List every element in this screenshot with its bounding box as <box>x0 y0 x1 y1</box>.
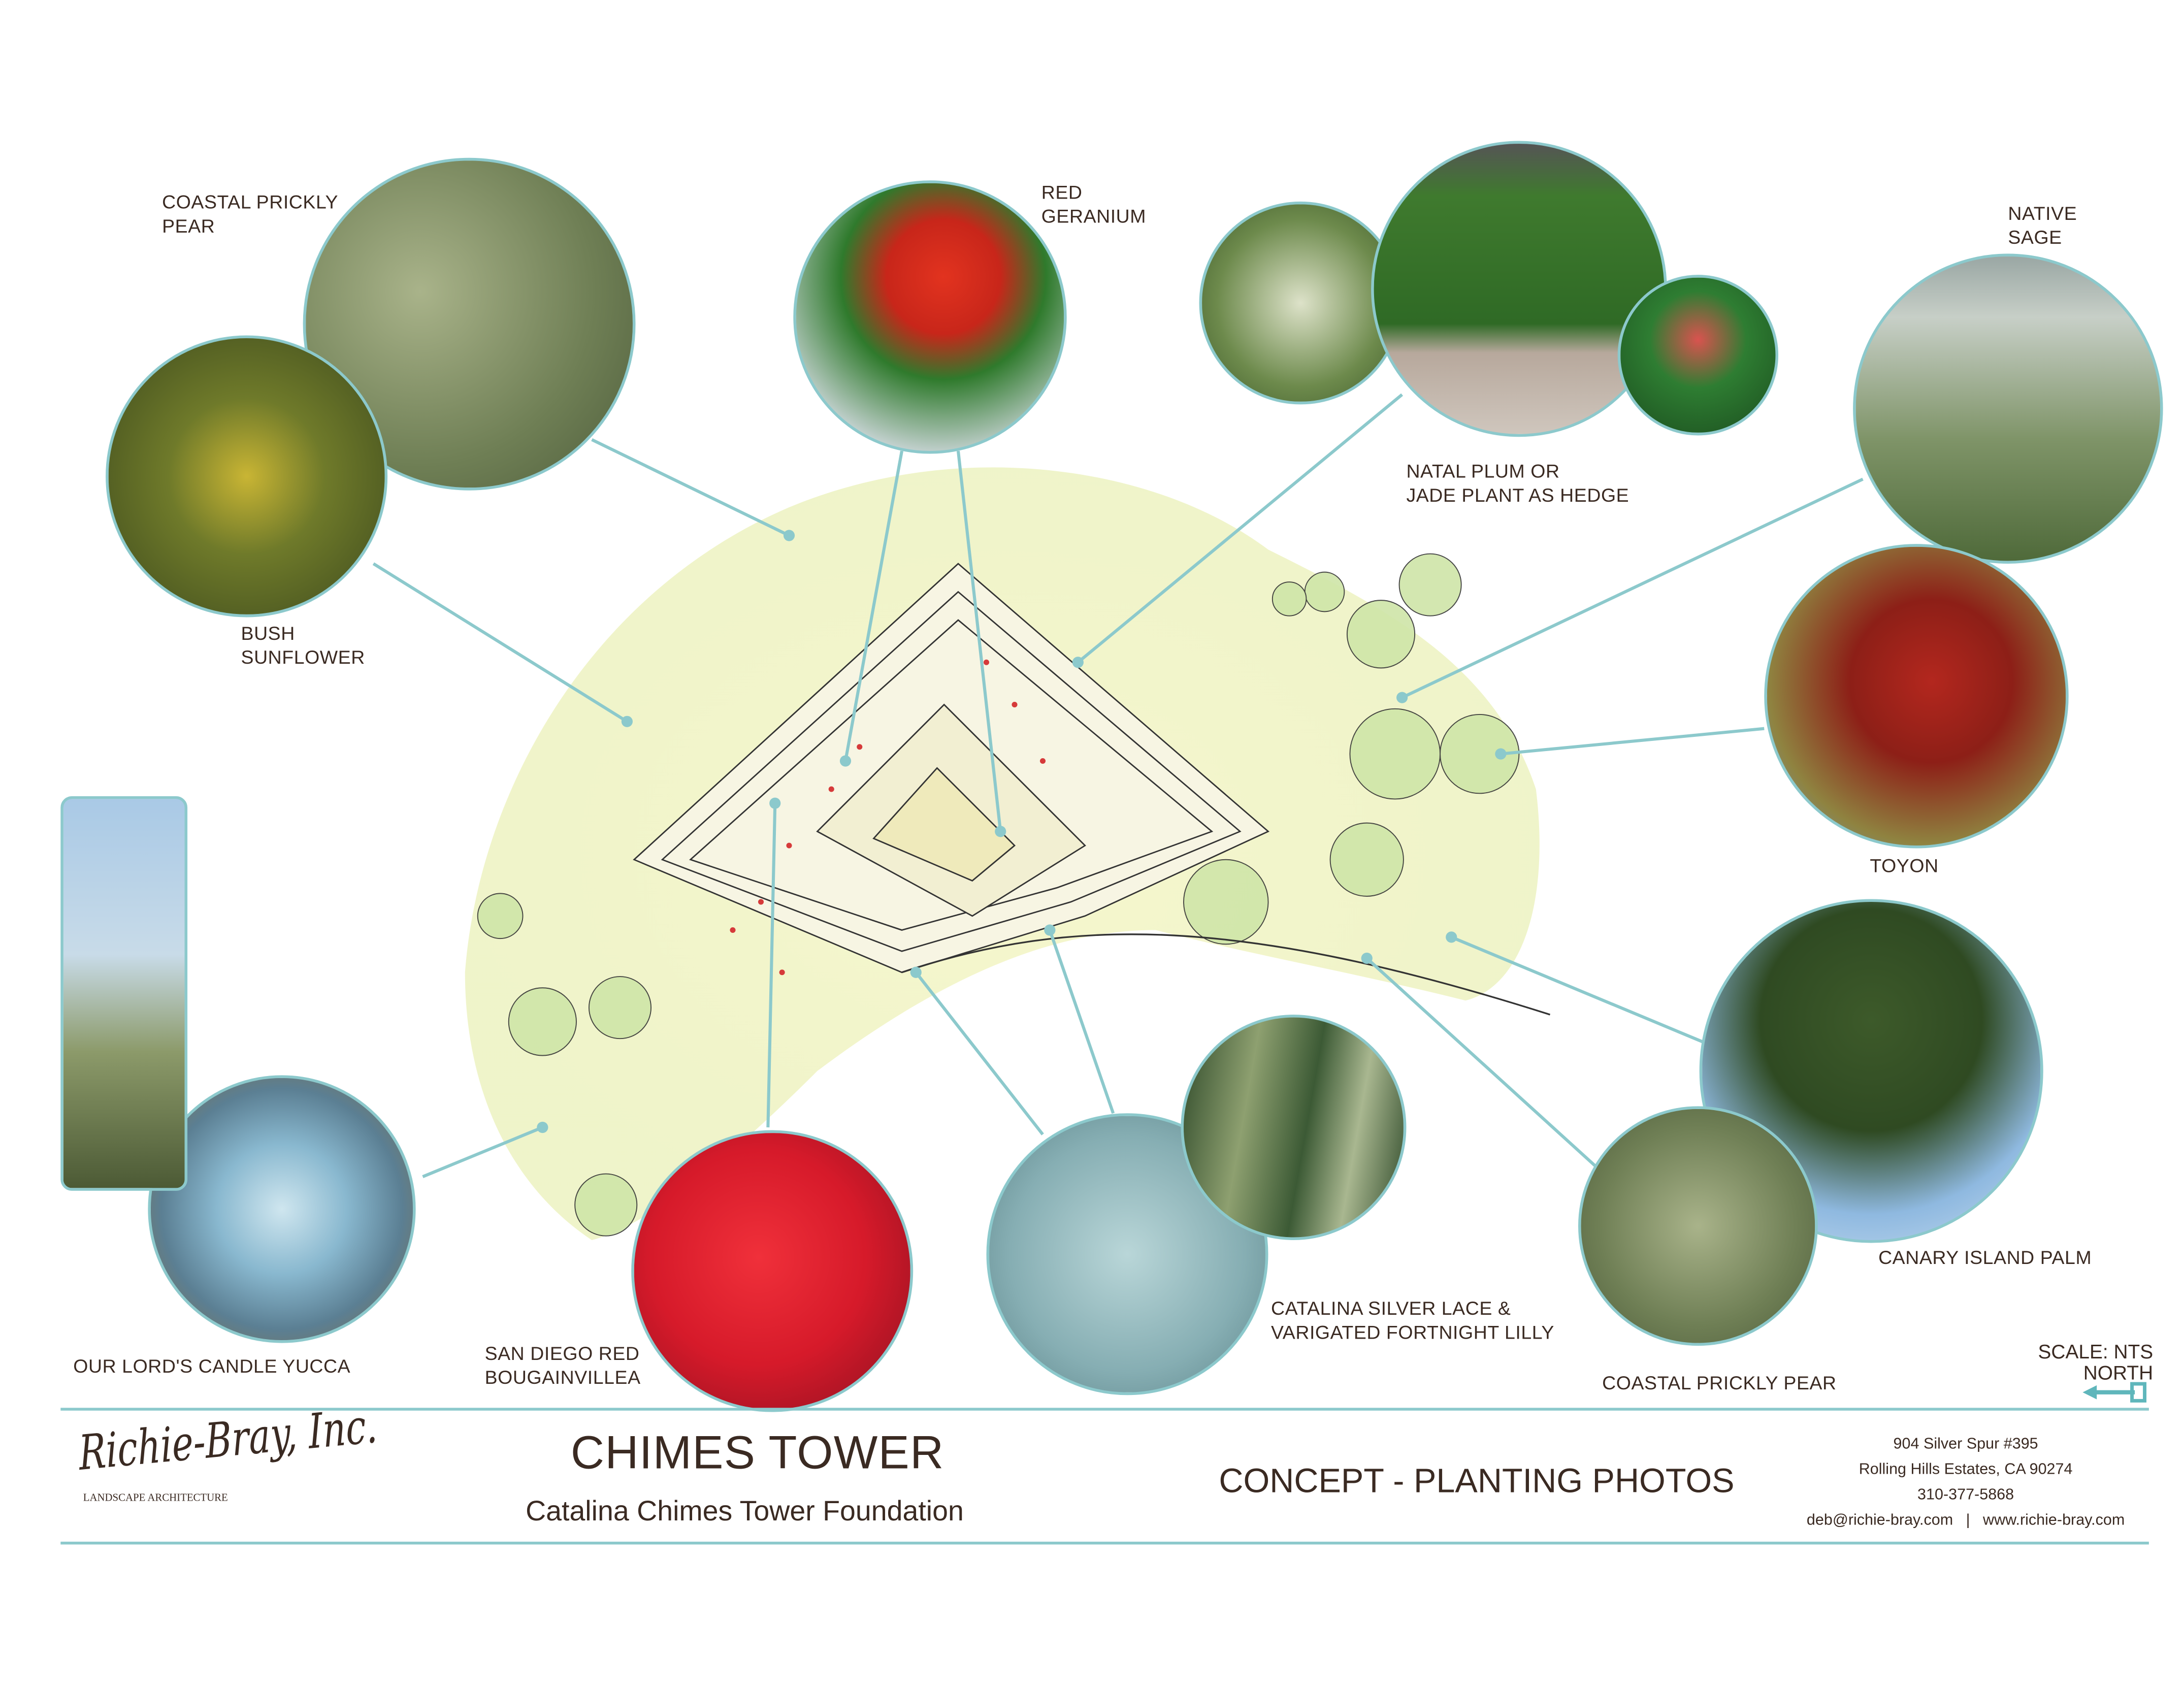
photo-catalina-silver-lace <box>986 1113 1268 1395</box>
leader-lines <box>372 393 1864 1178</box>
email-link[interactable]: deb@richie-bray.com <box>1806 1512 1953 1529</box>
company-logo: Richie-Bray, Inc. LANDSCAPE ARCHITECTURE <box>78 1399 476 1504</box>
label-line: RED <box>1041 181 1083 203</box>
label-line: SAN DIEGO RED <box>484 1343 640 1365</box>
red-flower-dots <box>730 659 1046 976</box>
logo-subtitle: LANDSCAPE ARCHITECTURE <box>83 1490 228 1504</box>
photo-fortnight-lily <box>1181 1015 1407 1240</box>
project-title: CHIMES TOWER <box>570 1426 944 1478</box>
footer-top-rule <box>60 1408 2149 1411</box>
label-line: VARIGATED FORTNIGHT LILLY <box>1271 1321 1554 1343</box>
label-line: NATIVE <box>2008 203 2077 224</box>
north-arrow-icon <box>2082 1382 2147 1403</box>
address-line-2: Rolling Hills Estates, CA 90274 <box>1859 1461 2073 1478</box>
photo-red-geranium <box>793 180 1067 454</box>
label-line: BOUGAINVILLEA <box>484 1367 641 1388</box>
photo-toyon <box>1764 544 2069 849</box>
contact-block: 904 Silver Spur #395 Rolling Hills Estat… <box>1797 1432 2135 1533</box>
label-line: CATALINA SILVER LACE & <box>1271 1297 1511 1319</box>
project-subtitle: Catalina Chimes Tower Foundation <box>526 1497 964 1528</box>
website-link[interactable]: www.richie-bray.com <box>1983 1512 2125 1529</box>
label-canary-island-palm: CANARY ISLAND PALM <box>1878 1247 2092 1269</box>
north-text: NORTH <box>2083 1361 2154 1384</box>
label-line: SUNFLOWER <box>241 646 365 668</box>
label-line: BUSH <box>241 623 295 644</box>
label-catalina-silver-lace: CATALINA SILVER LACE &VARIGATED FORTNIGH… <box>1271 1296 1554 1344</box>
tower-plaza <box>633 563 1551 1016</box>
label-line: COASTAL PRICKLY <box>162 191 339 213</box>
photo-coastal-prickly-pear-bottom <box>1578 1106 1818 1346</box>
address-line-1: 904 Silver Spur #395 <box>1893 1436 2038 1453</box>
label-line: GERANIUM <box>1041 206 1147 227</box>
scale-text: SCALE: NTS <box>2038 1340 2154 1363</box>
scale-north-block: SCALE: NTS NORTH <box>2029 1340 2154 1384</box>
photo-natal-plum-fruit <box>1617 275 1779 436</box>
label-red-geranium: RED GERANIUM <box>1041 180 1146 228</box>
photo-yucca <box>148 1075 416 1343</box>
photo-native-sage <box>1853 253 2163 564</box>
label-line: PEAR <box>162 215 215 237</box>
phone: 310-377-5868 <box>1917 1486 2014 1504</box>
leader-dots <box>537 530 1507 1133</box>
tree-canopies <box>477 553 1520 1237</box>
label-line: SAGE <box>2008 226 2062 248</box>
label-line: NATAL PLUM OR <box>1406 461 1560 482</box>
label-yucca: OUR LORD'S CANDLE YUCCA <box>73 1355 351 1377</box>
label-line: JADE PLANT AS HEDGE <box>1406 484 1629 506</box>
label-coastal-prickly-pear-bottom: COASTAL PRICKLY PEAR <box>1602 1372 1837 1394</box>
separator: | <box>1966 1512 1970 1529</box>
footer-bottom-rule <box>60 1541 2149 1545</box>
label-toyon: TOYON <box>1870 855 1939 877</box>
photo-natal-plum-hedge <box>1371 141 1667 437</box>
photo-bush-sunflower <box>106 335 388 618</box>
sheet-title: CONCEPT - PLANTING PHOTOS <box>1219 1463 1735 1501</box>
photo-bougainvillea <box>631 1130 914 1412</box>
photo-natal-plum-shrub <box>1199 201 1403 405</box>
photo-yucca-bloom <box>60 796 188 1191</box>
